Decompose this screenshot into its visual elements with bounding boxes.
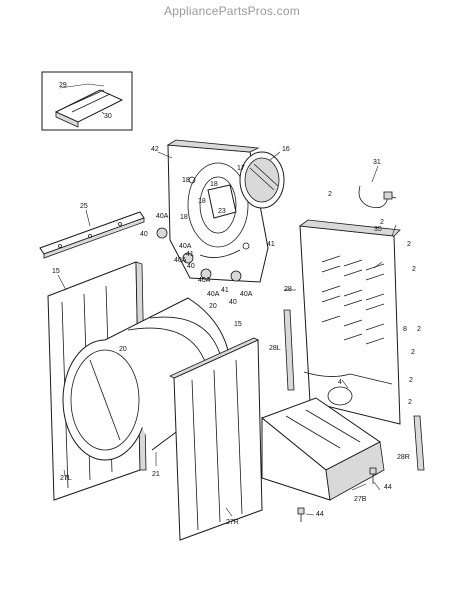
callout-2: 2: [408, 399, 412, 406]
callout-40a: 40A: [174, 257, 187, 264]
drum-rollers: [156, 227, 242, 282]
callout-2: 2: [417, 326, 421, 333]
callout-28l: 28L: [269, 345, 281, 352]
callout-41: 41: [186, 251, 194, 258]
callout-41: 41: [267, 241, 275, 248]
rear-bulkhead-assembly: [166, 139, 285, 283]
callout-2: 2: [380, 219, 384, 226]
callout-40a: 40A: [179, 243, 192, 250]
callout-labels: 29 30 42 16 17 18 18 18 18 23 31 2 2 2 2…: [52, 82, 421, 526]
callout-27r: 27R: [226, 519, 239, 526]
callout-25: 25: [80, 203, 88, 210]
callout-2: 2: [412, 266, 416, 273]
side-rails: [283, 309, 425, 471]
callout-40a: 40A: [207, 291, 220, 298]
callout-29: 29: [59, 82, 67, 89]
callout-18: 18: [210, 181, 218, 188]
callout-41: 41: [221, 287, 229, 294]
inset-vent-detail: [41, 71, 133, 131]
callout-8: 8: [403, 326, 407, 333]
base-panel: [261, 397, 385, 501]
callout-40: 40: [140, 231, 148, 238]
rear-panel: [298, 219, 401, 425]
callout-31: 31: [373, 159, 381, 166]
callout-2: 2: [411, 349, 415, 356]
callout-40: 40: [187, 263, 195, 270]
callout-2: 2: [409, 377, 413, 384]
callout-2: 2: [407, 241, 411, 248]
callout-35: 35: [374, 226, 382, 233]
power-cord: [358, 185, 397, 209]
callout-44: 44: [316, 511, 324, 518]
callout-15: 15: [234, 321, 242, 328]
callout-44: 44: [384, 484, 392, 491]
callout-21: 21: [152, 471, 160, 478]
screws: [297, 467, 377, 522]
callout-18: 18: [182, 177, 190, 184]
site-watermark: AppliancePartsPros.com: [164, 4, 300, 18]
leader-lines: [57, 151, 397, 517]
callout-28: 28: [284, 286, 292, 293]
top-bracket: [39, 211, 145, 259]
callout-40a: 40A: [198, 277, 211, 284]
callout-2: 2: [328, 191, 332, 198]
callout-16: 16: [282, 146, 290, 153]
callout-40a: 40A: [156, 213, 169, 220]
callout-40a: 40A: [240, 291, 253, 298]
callout-20: 20: [209, 303, 217, 310]
callout-4: 4: [338, 379, 342, 386]
callout-15: 15: [52, 268, 60, 275]
callout-18: 18: [198, 198, 206, 205]
front-side-panel: [169, 337, 263, 541]
callout-40: 40: [229, 299, 237, 306]
callout-28r: 28R: [397, 454, 410, 461]
callout-17: 17: [237, 165, 245, 172]
callout-18: 18: [180, 214, 188, 221]
callout-23: 23: [218, 208, 226, 215]
rear-panel-vents: [321, 255, 385, 345]
callout-30: 30: [104, 113, 112, 120]
callout-27l: 27L: [60, 475, 72, 482]
callout-27b: 27B: [354, 496, 367, 503]
callout-20: 20: [119, 346, 127, 353]
callout-42: 42: [151, 146, 159, 153]
